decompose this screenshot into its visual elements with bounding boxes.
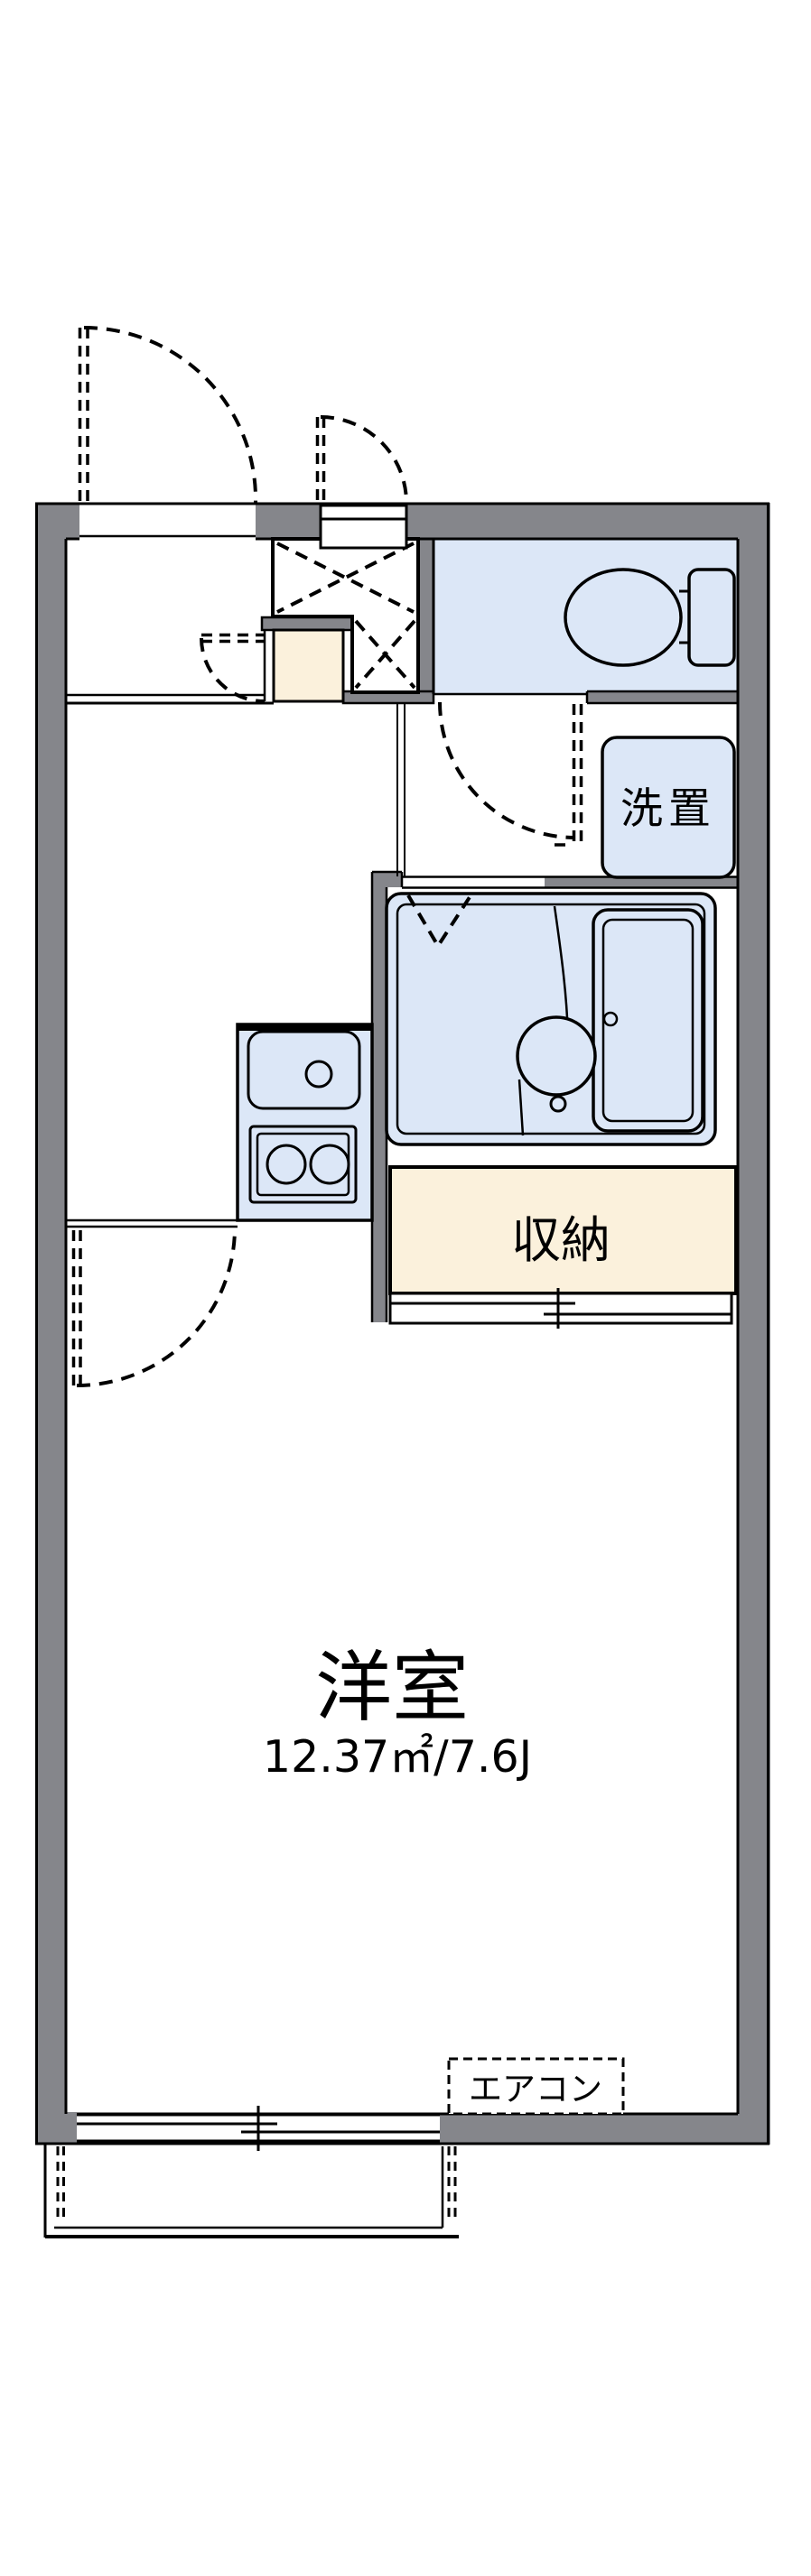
room-area-label: 12.37㎡/7.6J (263, 1731, 532, 1783)
washer-label: 洗置 (620, 784, 716, 834)
storage-sliding-door (388, 1288, 733, 1329)
washing-machine-area: 洗置 (601, 736, 736, 879)
room-name-label: 洋室 (315, 1644, 469, 1733)
toilet-icon (564, 568, 736, 667)
storage-label: 収納 (511, 1211, 611, 1269)
shower-stool-icon (516, 1015, 597, 1113)
aircon-label: エアコン (469, 2070, 602, 2108)
balcony-sliding-door (77, 2106, 440, 2151)
bathroom-unit (385, 892, 717, 1146)
main-room: 洋室 12.37㎡/7.6J (263, 1644, 532, 1783)
wall-outlines (35, 502, 769, 2145)
entrance-door-frame (319, 504, 408, 550)
walls (36, 503, 770, 2145)
genkan-crossed-area (271, 537, 420, 694)
kitchen-sink-icon (247, 1030, 361, 1110)
entrance-step (272, 628, 345, 703)
aircon-box: エアコン (447, 2057, 625, 2116)
door-swings (71, 326, 583, 1388)
meter-box-door-swing (315, 415, 408, 504)
kitchen-unit (236, 1023, 374, 1222)
storage-closet: 収納 (388, 1165, 738, 1329)
stove-icon (248, 1125, 358, 1204)
toilet-door-swing (438, 701, 583, 847)
bathtub-icon (592, 908, 704, 1133)
balcony (43, 2145, 459, 2238)
hall-door-swing (200, 633, 266, 703)
main-room-door-swing (71, 1227, 237, 1388)
front-door-swing (78, 326, 258, 504)
